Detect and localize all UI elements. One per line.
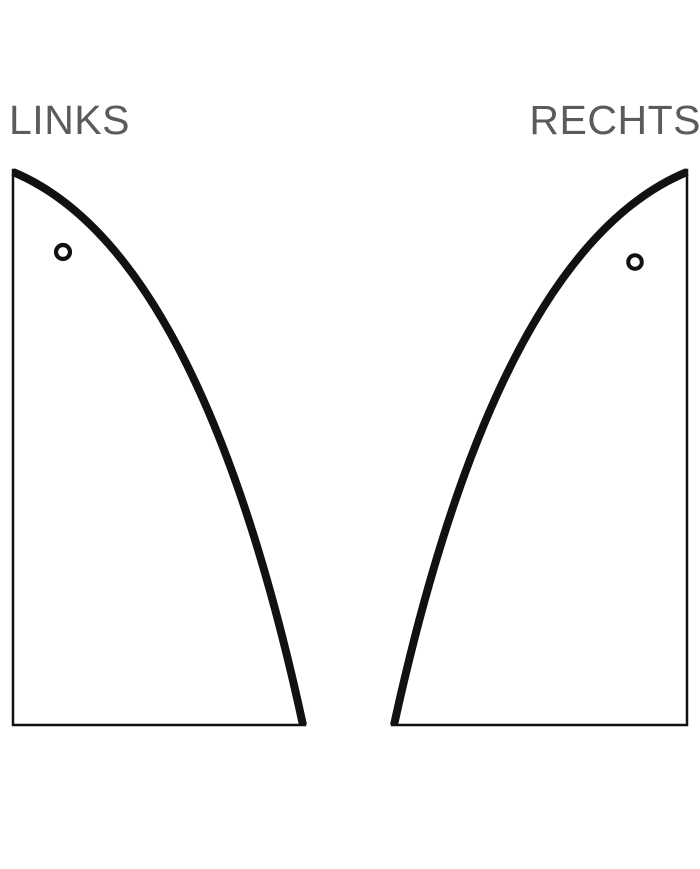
- left-panel-group: [11, 168, 307, 727]
- right-panel-group: [390, 168, 689, 727]
- panel-label-left: LINKS: [9, 97, 130, 143]
- left-swing-arc: [11, 168, 307, 726]
- right-panel-edges: [390, 168, 689, 727]
- left-panel-edges: [11, 168, 307, 727]
- right-handle-circle-icon: [626, 253, 644, 271]
- right-swing-arc: [390, 168, 689, 726]
- left-handle-circle-icon: [53, 242, 73, 262]
- panel-label-right: RECHTS: [529, 97, 700, 143]
